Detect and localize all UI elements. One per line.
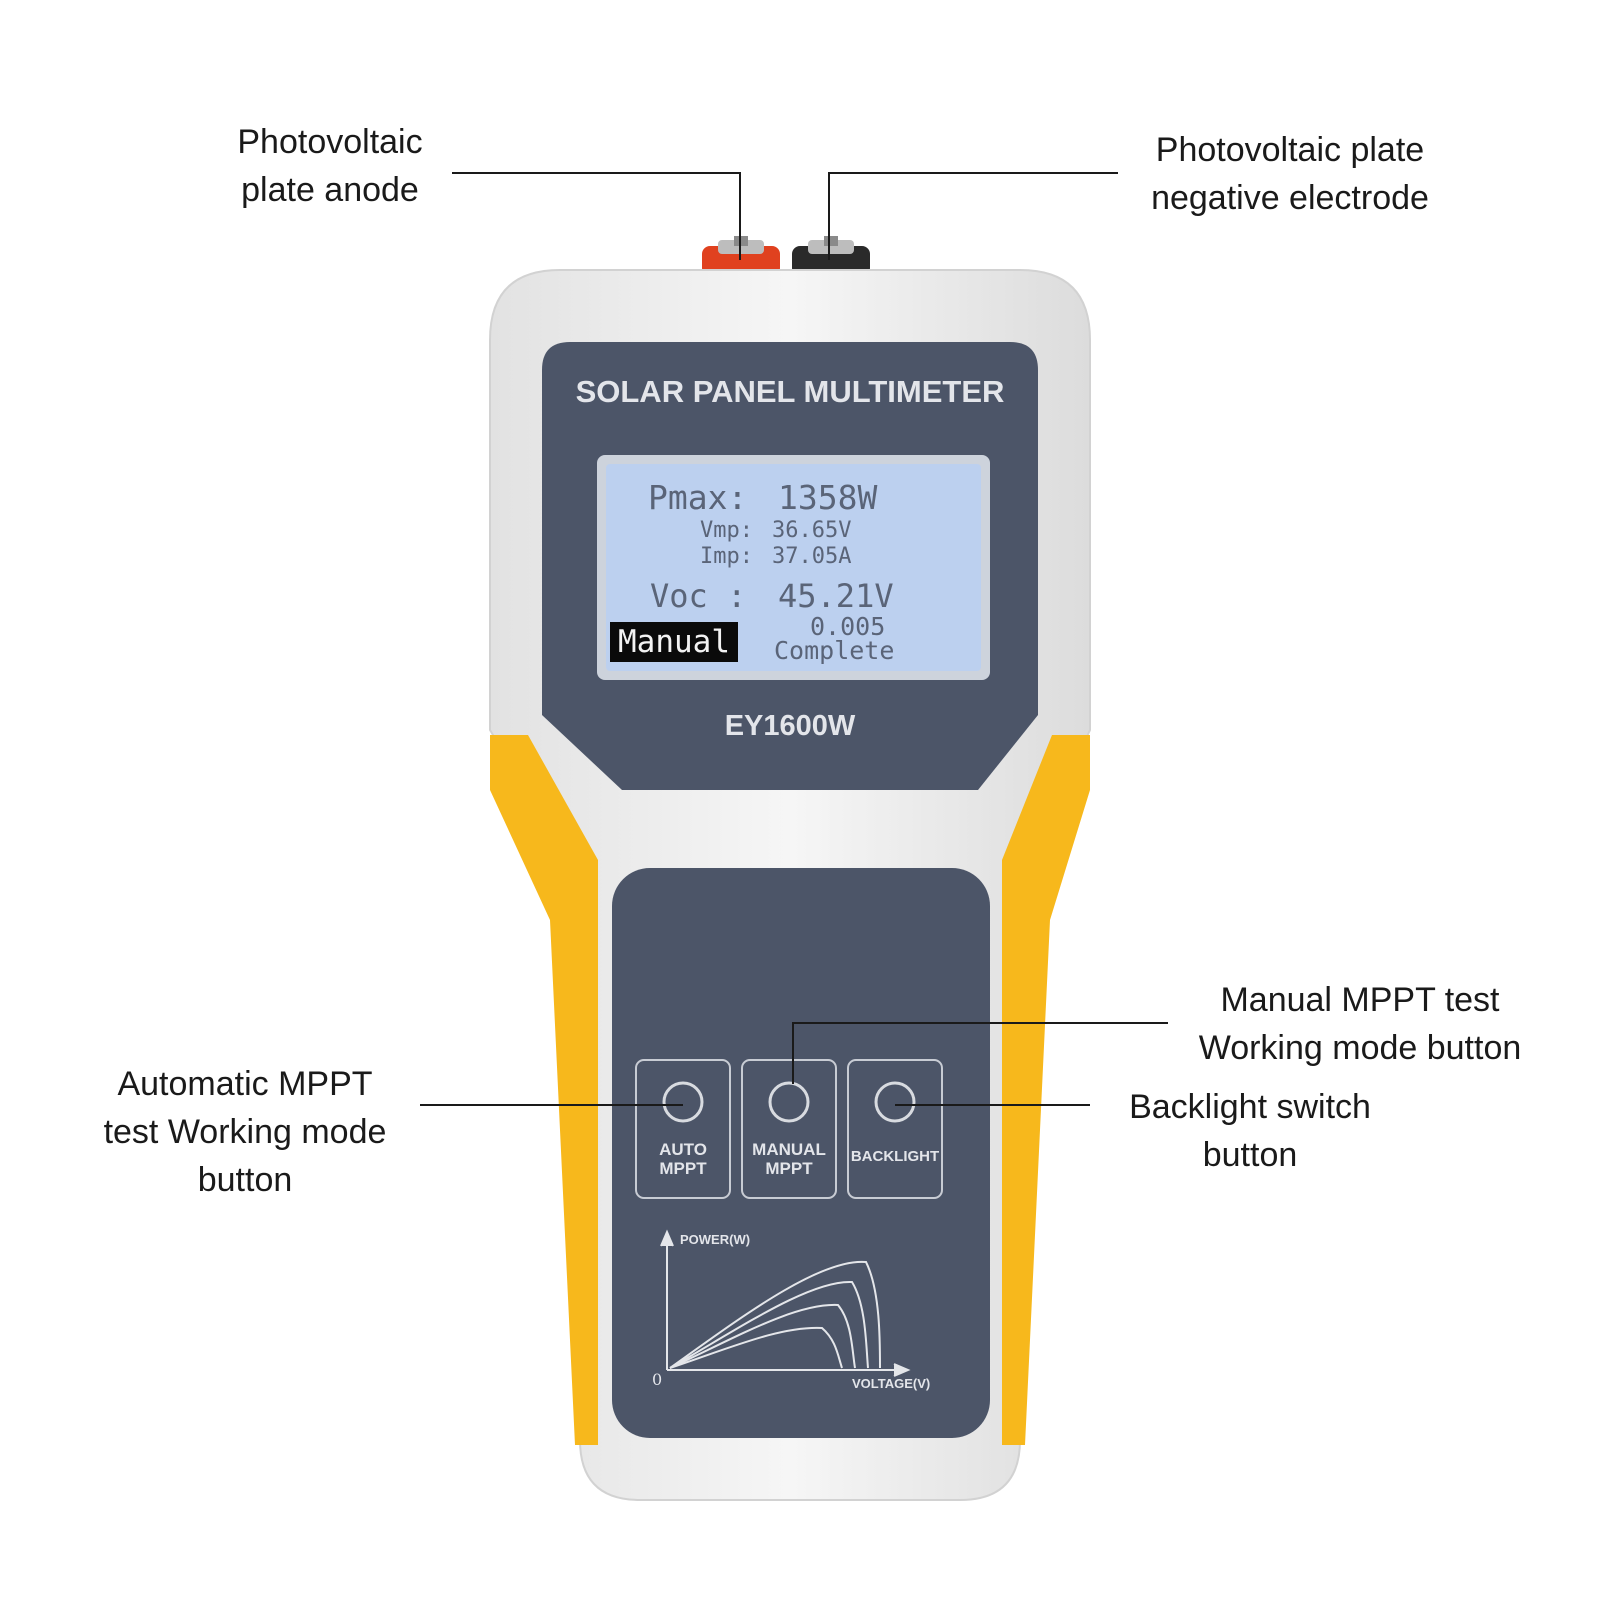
lcd-voc-label: Voc : bbox=[650, 577, 747, 615]
model-number: EY1600W bbox=[724, 710, 856, 742]
callout-anode: Photovoltaic plate anode bbox=[237, 123, 423, 209]
y-axis-arrow bbox=[660, 1229, 674, 1247]
power-voltage-graph bbox=[660, 1229, 911, 1377]
left-grip bbox=[490, 735, 598, 1445]
lcd-screen bbox=[606, 464, 981, 671]
anode-leader bbox=[452, 172, 741, 260]
lcd-reading: 0.005 bbox=[810, 612, 886, 641]
pv-curve-1 bbox=[669, 1260, 881, 1369]
button-panel bbox=[612, 868, 990, 1438]
pv-curve-2 bbox=[669, 1280, 869, 1369]
right-grip bbox=[1002, 735, 1090, 1445]
manual-mppt-button[interactable] bbox=[741, 1059, 837, 1199]
lcd-vmp-value: 36.65V bbox=[772, 518, 852, 543]
lcd-mode-indicator: Manual bbox=[610, 622, 738, 662]
lcd-pmax-value: 1358W bbox=[778, 478, 878, 517]
x-axis-arrow bbox=[893, 1363, 911, 1377]
lcd-imp-value: 37.05A bbox=[772, 544, 852, 569]
auto-mppt-label: AUTO MPPT bbox=[659, 1140, 707, 1178]
pv-curve-3 bbox=[669, 1303, 856, 1369]
lcd-vmp-label: Vmp: bbox=[700, 518, 753, 543]
graph-x-label: VOLTAGE(V) bbox=[852, 1376, 931, 1391]
callout-lines bbox=[420, 172, 1168, 1106]
backlight-label: BACKLIGHT bbox=[850, 1148, 940, 1165]
pv-curve-4 bbox=[669, 1326, 843, 1369]
device-title: SOLAR PANEL MULTIMETER bbox=[575, 374, 1005, 409]
graph-origin: 0 bbox=[652, 1370, 663, 1389]
auto-mppt-button[interactable] bbox=[635, 1059, 731, 1199]
callout-negative-electrode: Photovoltaic plate negative electrode bbox=[1151, 131, 1429, 217]
negative-leader bbox=[828, 172, 1118, 260]
callout-auto-mppt: Automatic MPPT test Working mode button bbox=[103, 1065, 387, 1199]
callout-backlight: Backlight switch button bbox=[1129, 1088, 1371, 1174]
negative-terminal[interactable] bbox=[792, 236, 870, 276]
backlight-button[interactable] bbox=[847, 1059, 943, 1199]
lcd-status: Complete bbox=[774, 636, 895, 665]
graph-y-label: POWER(W) bbox=[680, 1232, 751, 1247]
lcd-voc-value: 45.21V bbox=[778, 577, 894, 615]
lcd-pmax-label: Pmax: bbox=[648, 478, 748, 517]
callout-manual-mppt: Manual MPPT test Working mode button bbox=[1198, 981, 1522, 1067]
lcd-imp-label: Imp: bbox=[700, 544, 753, 569]
manual-mppt-label: MANUAL MPPT bbox=[752, 1140, 826, 1178]
manual-leader bbox=[792, 1022, 1168, 1084]
